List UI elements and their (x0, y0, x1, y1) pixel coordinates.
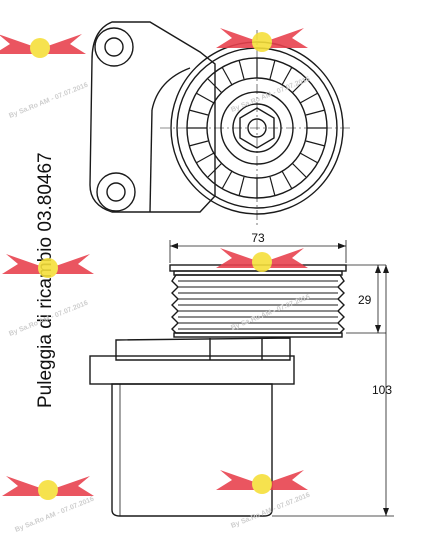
watermark-text: By Sa.Ro AM - 07.07.2016 (14, 496, 95, 534)
dimension-lines (169, 240, 394, 517)
watermark-logo (216, 28, 308, 52)
watermark-logo (2, 254, 94, 278)
tensioner-bracket (89, 21, 216, 213)
tensioner-housing (111, 383, 273, 517)
tensioner-arm (115, 337, 291, 361)
dim-total-height-label: 103 (372, 383, 392, 397)
watermark-text: By Sa.Ro AM - 07.07.2016 (8, 82, 89, 120)
part-label: Puleggia di ricambio 03.80467 (35, 152, 56, 408)
side-view (89, 264, 347, 517)
watermark-logo (2, 476, 94, 500)
watermark-logo (216, 248, 308, 272)
watermark-logo (216, 470, 308, 494)
watermark-text: By Sa.Ro AM - 07.07.2016 (230, 492, 311, 530)
dim-width-label: 73 (251, 231, 265, 245)
grooved-pulley (171, 274, 345, 334)
mount-hole-bottom (96, 172, 136, 212)
dim-pulley-height-label: 29 (358, 293, 372, 307)
mount-hole-top (94, 27, 134, 67)
top-view (89, 21, 350, 228)
watermark-logo (0, 34, 86, 58)
